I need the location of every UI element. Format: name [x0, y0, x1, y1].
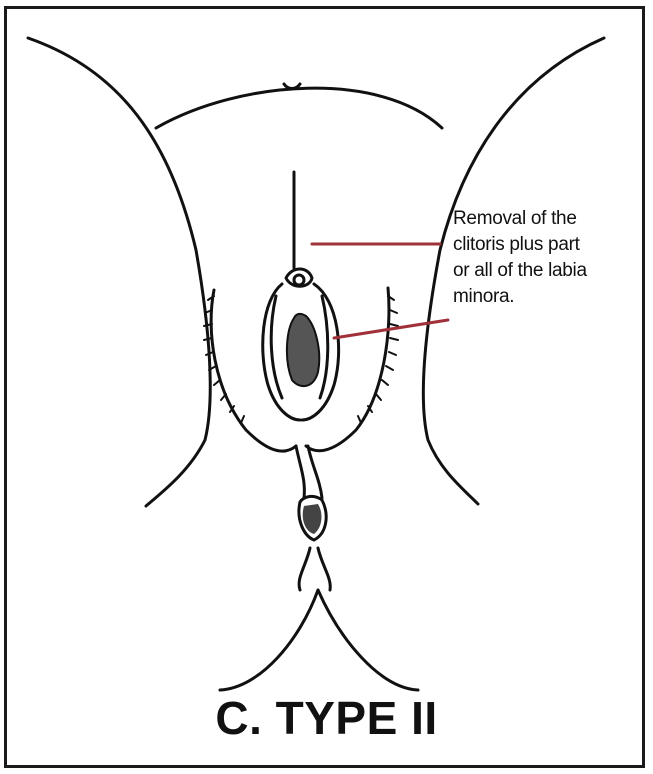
figure-caption: C. TYPE II — [0, 690, 653, 746]
scar-center — [294, 275, 304, 285]
left-buttock-outline — [220, 590, 318, 690]
perineum-right — [308, 446, 322, 498]
right-buttock-outline — [318, 590, 418, 690]
hatch-right — [358, 296, 398, 423]
annotation-line-2: clitoris plus part — [453, 232, 643, 258]
annotation-text: Removal of the clitoris plus part or all… — [453, 206, 643, 310]
buttock-cleft-left — [299, 548, 310, 590]
pointer-line-labia — [334, 320, 448, 338]
abdomen-outline — [156, 88, 442, 128]
left-thigh-outline — [28, 38, 210, 506]
annotation-line-3: or all of the labia — [453, 258, 643, 284]
vaginal-opening — [287, 314, 319, 386]
inner-fold-right-2 — [320, 296, 328, 398]
anus-fill — [303, 504, 322, 534]
buttock-cleft-right — [318, 548, 330, 590]
left-outer-labium — [211, 290, 296, 451]
navel-mark — [284, 84, 300, 89]
annotation-line-4: minora. — [453, 284, 643, 310]
perineum-left — [296, 446, 304, 498]
inner-fold-left-2 — [271, 296, 282, 398]
annotation-line-1: Removal of the — [453, 206, 643, 232]
